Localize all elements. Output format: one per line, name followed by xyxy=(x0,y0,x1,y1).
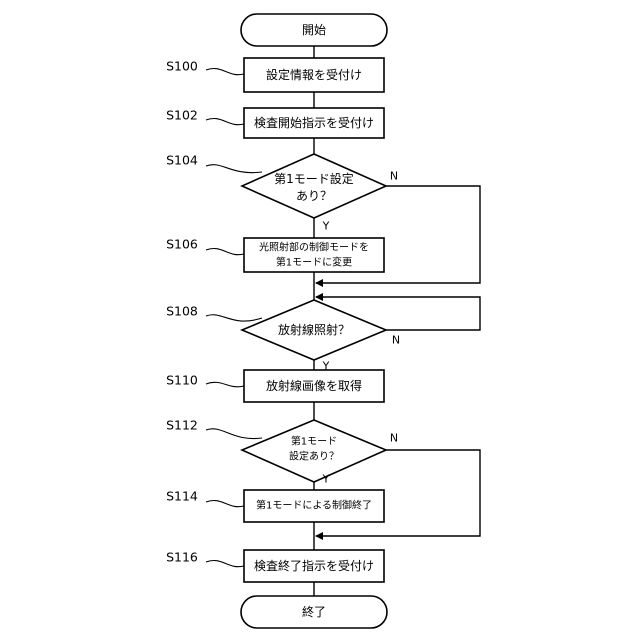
process-s100-label: 設定情報を受付け xyxy=(266,67,362,82)
decision-s112-yes-label: Y xyxy=(322,473,330,486)
process-s110: S110 放射線画像を取得 xyxy=(166,370,384,402)
leader-s116 xyxy=(206,560,244,566)
decision-s112: S112 第1モード 設定あり？ Y N xyxy=(166,418,398,486)
process-s102: S102 検査開始指示を受付け xyxy=(166,108,384,139)
leader-s108 xyxy=(206,315,262,321)
process-s100: S100 設定情報を受付け xyxy=(166,58,384,92)
leader-s110 xyxy=(206,382,244,387)
step-label-s116: S116 xyxy=(166,550,198,565)
terminal-start-label: 開始 xyxy=(302,23,326,37)
decision-s108-label: 放射線照射？ xyxy=(278,322,350,337)
decision-s112-label-line1: 第1モード xyxy=(291,435,337,448)
step-label-s114: S114 xyxy=(166,489,198,504)
process-s116-label: 検査終了指示を受付け xyxy=(254,558,374,573)
process-s102-label: 検査開始指示を受付け xyxy=(254,115,374,130)
process-s114: S114 第1モードによる制御終了 xyxy=(166,489,384,523)
decision-s104-no-label: N xyxy=(390,170,398,183)
process-s110-label: 放射線画像を取得 xyxy=(266,378,362,393)
step-label-s102: S102 xyxy=(166,108,198,123)
decision-s112-no-label: N xyxy=(390,432,398,445)
step-label-s106: S106 xyxy=(166,237,198,252)
leader-s114 xyxy=(206,500,244,506)
decision-s108: S108 放射線照射？ Y N xyxy=(166,300,400,373)
decision-s108-no-label: N xyxy=(392,334,400,347)
leader-s106 xyxy=(206,248,244,254)
step-label-s110: S110 xyxy=(166,373,198,388)
leader-s104 xyxy=(206,165,262,173)
process-s106-label-line2: 第1モードに変更 xyxy=(276,256,352,269)
decision-s104-label-line1: 第1モード設定 xyxy=(274,171,354,186)
terminal-end: 終了 xyxy=(241,596,387,628)
leader-s102 xyxy=(206,118,244,124)
decision-s104: S104 第1モード設定 あり？ Y N xyxy=(166,153,398,233)
process-s106-label-line1: 光照射部の制御モードを xyxy=(259,241,369,254)
decision-s112-label-line2: 設定あり？ xyxy=(289,450,339,463)
terminal-start: 開始 xyxy=(241,14,387,46)
step-label-s108: S108 xyxy=(166,304,198,319)
step-label-s112: S112 xyxy=(166,418,198,433)
decision-s104-label-line2: あり？ xyxy=(296,189,332,203)
process-s116: S116 検査終了指示を受付け xyxy=(166,550,384,583)
process-s114-label: 第1モードによる制御終了 xyxy=(256,499,372,512)
decision-s104-yes-label: Y xyxy=(322,220,330,233)
terminal-end-label: 終了 xyxy=(302,604,326,619)
step-label-s100: S100 xyxy=(166,59,198,74)
step-label-s104: S104 xyxy=(166,153,198,168)
decision-s104-shape xyxy=(242,154,386,218)
process-s106: S106 光照射部の制御モードを 第1モードに変更 xyxy=(166,237,384,273)
leader-s100 xyxy=(206,68,244,74)
leader-s112 xyxy=(206,429,262,439)
